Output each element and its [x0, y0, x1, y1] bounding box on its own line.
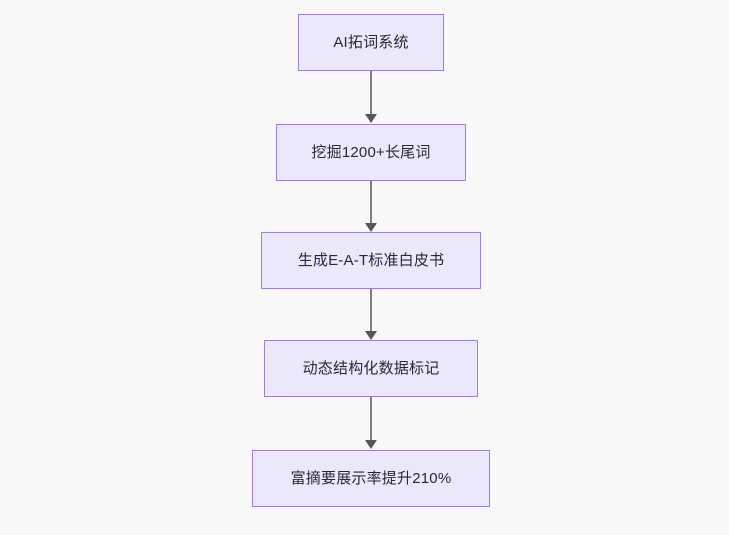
flowchart-edge-2-arrowhead-icon [365, 223, 377, 232]
flowchart-node-5[interactable]: 富摘要展示率提升210% [252, 450, 490, 507]
flowchart-node-1[interactable]: AI拓词系统 [298, 14, 444, 71]
flowchart-node-2-label: 挖掘1200+长尾词 [311, 143, 431, 161]
flowchart-edge-4-arrowhead-icon [365, 440, 377, 449]
flowchart-edge-1-arrowhead-icon [365, 114, 377, 123]
flowchart-node-2[interactable]: 挖掘1200+长尾词 [276, 124, 466, 181]
flowchart-edge-3-line [370, 289, 372, 333]
flowchart-node-3-label: 生成E-A-T标准白皮书 [297, 251, 445, 269]
flowchart-node-4[interactable]: 动态结构化数据标记 [264, 340, 478, 397]
flowchart-edge-2-line [370, 181, 372, 225]
flowchart-node-3[interactable]: 生成E-A-T标准白皮书 [261, 232, 481, 289]
flowchart-edge-4-line [370, 397, 372, 442]
flowchart-node-5-label: 富摘要展示率提升210% [290, 469, 452, 487]
flowchart-edge-1-line [370, 71, 372, 116]
flowchart-node-1-label: AI拓词系统 [333, 33, 409, 51]
flowchart-edge-3-arrowhead-icon [365, 331, 377, 340]
flowchart-node-4-label: 动态结构化数据标记 [302, 359, 440, 377]
